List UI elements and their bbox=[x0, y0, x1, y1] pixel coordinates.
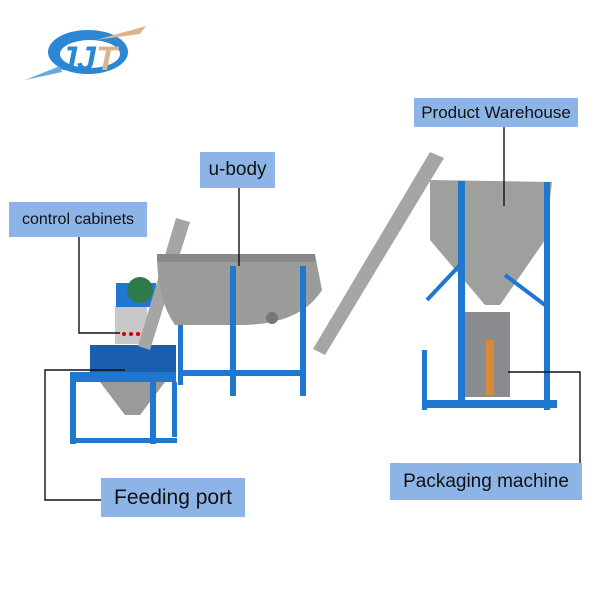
packaging-machine bbox=[465, 312, 510, 397]
svg-text:T: T bbox=[96, 40, 120, 78]
leader-lines bbox=[44, 127, 581, 501]
svg-text:JJ: JJ bbox=[58, 40, 97, 78]
label-packaging-machine: Packaging machine bbox=[390, 463, 582, 500]
jjt-logo: JJ T bbox=[25, 26, 146, 80]
label-feeding-port: Feeding port bbox=[101, 478, 245, 517]
control-cabinet bbox=[115, 277, 156, 344]
product-warehouse-silo bbox=[422, 180, 557, 410]
inclined-screw-conveyor-right bbox=[313, 152, 444, 355]
label-control-cabinets: control cabinets bbox=[9, 202, 147, 237]
feeding-hopper bbox=[70, 345, 177, 444]
label-u-body: u-body bbox=[200, 152, 275, 188]
u-body-mixer bbox=[157, 254, 322, 396]
label-product-warehouse: Product Warehouse bbox=[414, 98, 578, 127]
